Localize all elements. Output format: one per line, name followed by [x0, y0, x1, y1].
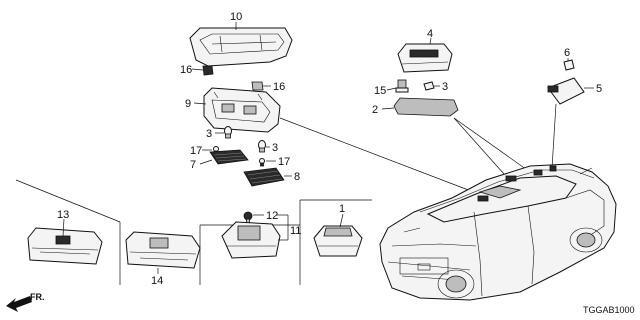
- callout-1: 1: [339, 203, 345, 215]
- callout-9: 9: [185, 98, 191, 110]
- callout-13: 13: [57, 209, 69, 221]
- part-13-switch-panel: [27, 227, 103, 265]
- part-6-bulb: [563, 59, 575, 71]
- callout-15: 15: [374, 85, 386, 97]
- part-10-console-housing: [189, 27, 293, 67]
- callout-6: 6: [564, 47, 570, 59]
- callout-3-c: 3: [442, 81, 448, 93]
- part-3-bulb-c: [423, 81, 435, 91]
- part-3-bulb-b: [258, 140, 266, 153]
- callout-12: 12: [266, 210, 278, 222]
- part-17-bulb-right: [259, 158, 265, 167]
- leader-2-to-car-a: [453, 117, 505, 175]
- part-14-switch-panel: [125, 231, 201, 269]
- part-16-clip-left: [202, 65, 214, 76]
- leader-5-to-car: [551, 103, 557, 169]
- callout-3-a: 3: [206, 128, 212, 140]
- separator-a: [15, 179, 121, 223]
- callout-16-right: 16: [273, 81, 285, 93]
- callout-5: 5: [596, 83, 602, 95]
- part-8-lens: [243, 167, 285, 187]
- front-direction-arrow: [6, 296, 32, 312]
- callout-10: 10: [230, 11, 242, 23]
- callout-14: 14: [151, 275, 163, 287]
- callout-11: 11: [290, 225, 301, 237]
- part-11-module: [221, 221, 281, 259]
- callout-17-right: 17: [278, 156, 290, 168]
- part-4-room-light: [397, 43, 453, 73]
- part-16-clip-right: [251, 81, 264, 91]
- part-5-lamp: [547, 77, 585, 105]
- callout-8: 8: [294, 171, 300, 183]
- leader-2-to-car-b: [453, 117, 531, 173]
- callout-2: 2: [372, 104, 378, 116]
- callout-17-left: 17: [190, 145, 202, 157]
- callout-4: 4: [427, 28, 433, 40]
- callout-3-b: 3: [272, 142, 278, 154]
- callout-7: 7: [190, 159, 196, 171]
- part-7-lens: [209, 149, 249, 165]
- car-illustration: [379, 163, 617, 301]
- part-3-bulb-a: [224, 126, 232, 139]
- diagram-code: TGGAB1000: [583, 305, 635, 315]
- part-2-lens: [393, 97, 459, 117]
- front-direction-label: FR.: [30, 292, 45, 302]
- callout-16-left: 16: [180, 64, 192, 76]
- part-15-bulb-holder: [395, 79, 409, 93]
- leader-9-to-car: [279, 117, 485, 197]
- part-9-light-base: [203, 87, 281, 133]
- part-1-sensor-unit: [313, 225, 363, 257]
